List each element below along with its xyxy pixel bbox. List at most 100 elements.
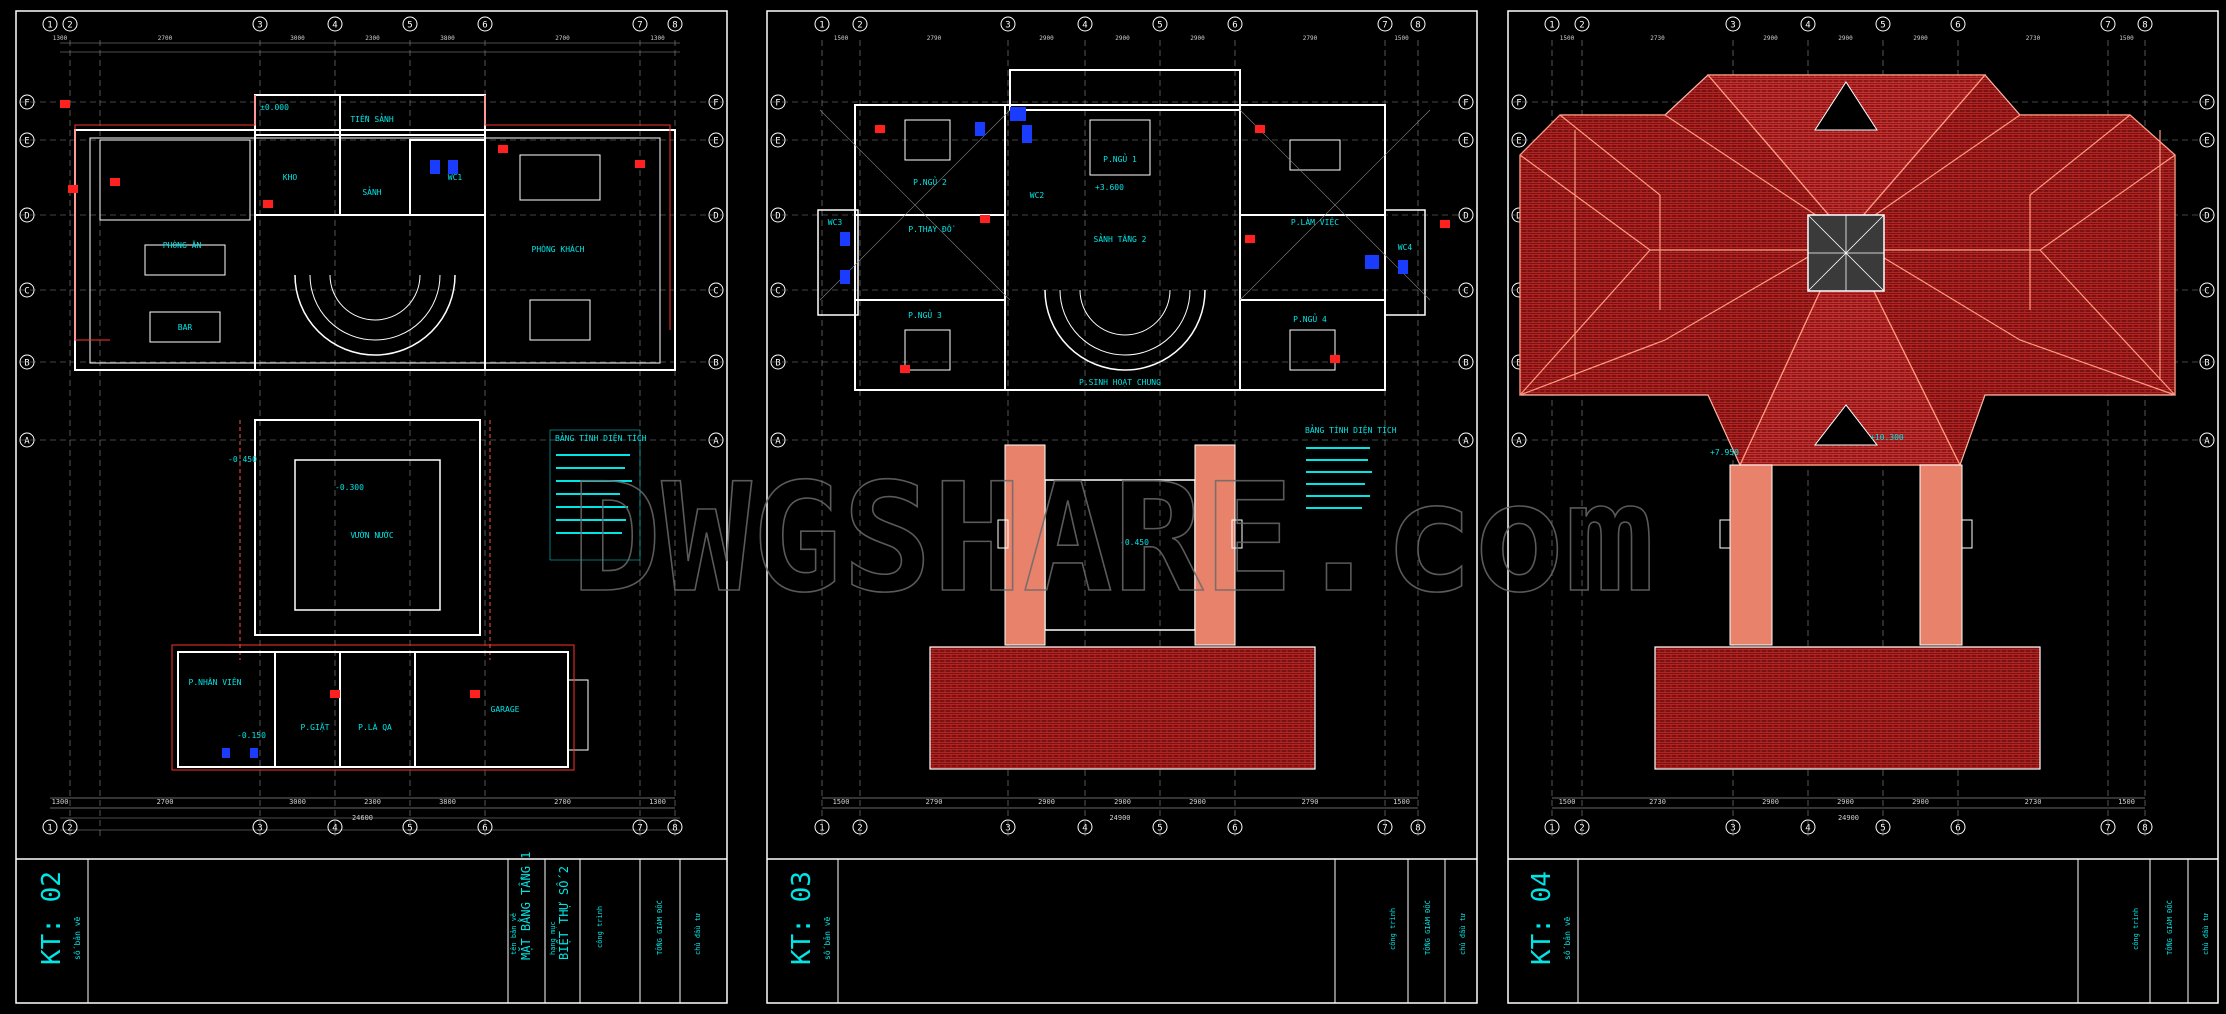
axis-label: 6 bbox=[482, 21, 487, 31]
garage-roof bbox=[1654, 646, 2041, 770]
axis-label: F bbox=[2204, 99, 2209, 109]
top-axis-bubbles bbox=[60, 42, 680, 831]
owner-label: chủ đầu tư bbox=[694, 912, 702, 955]
axis-label: 4 bbox=[332, 21, 337, 31]
axis-label: E bbox=[1463, 137, 1468, 147]
row-axis-bubble-A: A bbox=[2199, 432, 2215, 448]
axis-label: B bbox=[1463, 359, 1468, 369]
axis-label: 1 bbox=[1549, 824, 1554, 834]
row-axis-bubble-B: B bbox=[1458, 354, 1474, 370]
axis-label: A bbox=[775, 437, 781, 447]
axis-label: 6 bbox=[1955, 21, 1960, 31]
room-label: TIỀN SẢNH bbox=[350, 113, 394, 124]
axis-bubble-6: 6 bbox=[1227, 16, 1243, 32]
project-title: BIỆT THỰ SỐ 2 bbox=[556, 866, 571, 960]
room-label: WC4 bbox=[1398, 243, 1413, 252]
sheet-number-label: số bản vẽ bbox=[72, 916, 82, 960]
axis-label: D bbox=[1516, 212, 1521, 222]
axis-label: 7 bbox=[2105, 21, 2110, 31]
axis-label: 3 bbox=[257, 824, 262, 834]
axis-label: 4 bbox=[1082, 824, 1087, 834]
dimension-value: 1300 bbox=[649, 798, 666, 806]
dimension-value: 2900 bbox=[1114, 798, 1131, 806]
sheet-number: KT: 03 bbox=[787, 871, 817, 965]
titleblock-kt03: KT: 03 số bản vẽ công trình TỔNG GIÁM ĐỐ… bbox=[787, 859, 1467, 1003]
axis-label: B bbox=[24, 359, 29, 369]
axis-label: F bbox=[24, 99, 29, 109]
axis-label: 5 bbox=[407, 21, 412, 31]
axis-label: 8 bbox=[1415, 21, 1420, 31]
axis-label: 4 bbox=[332, 824, 337, 834]
axis-label: C bbox=[1516, 287, 1521, 297]
plumbing-fixtures bbox=[840, 107, 1408, 284]
titleblock-kt04: KT: 04 số bản vẽ công trình TỔNG GIÁM ĐỐ… bbox=[1527, 859, 2210, 1003]
room-label: WC1 bbox=[448, 173, 463, 182]
drawing-title-label: tên bản vẽ bbox=[510, 913, 518, 955]
axis-label: C bbox=[1463, 287, 1468, 297]
dimension-value: 2700 bbox=[554, 798, 571, 806]
axis-label: 2 bbox=[67, 21, 72, 31]
axis-label: F bbox=[1463, 99, 1468, 109]
level-mark: -0.450 bbox=[228, 455, 257, 464]
dimension-value: 2900 bbox=[1189, 798, 1206, 806]
row-axis-bubble-C: C bbox=[708, 282, 724, 298]
axis-label: C bbox=[24, 287, 29, 297]
drawing-title: MẶT BẰNG TẦNG 1 bbox=[517, 852, 533, 960]
axis-label: 2 bbox=[1579, 21, 1584, 31]
axis-label: E bbox=[2204, 137, 2209, 147]
axis-label: 2 bbox=[857, 21, 862, 31]
axis-bubble-8: 8 bbox=[2137, 16, 2153, 32]
row-axis-bubble-A: A bbox=[1458, 432, 1474, 448]
dimension-value: 2900 bbox=[1038, 798, 1055, 806]
axis-label: 5 bbox=[1157, 824, 1162, 834]
room-label: SẢNH bbox=[362, 186, 381, 197]
dimension-value-top: 2730 bbox=[1650, 35, 1665, 42]
axis-label: 8 bbox=[2142, 824, 2147, 834]
axis-label: 2 bbox=[67, 824, 72, 834]
axis-label: 4 bbox=[1805, 824, 1810, 834]
axis-bubble-1: 1 bbox=[1544, 16, 1560, 32]
axis-label: D bbox=[2204, 212, 2209, 222]
axis-bubble-6: 6 bbox=[1950, 16, 1966, 32]
axis-label: 7 bbox=[1382, 21, 1387, 31]
sheet-border bbox=[15, 10, 728, 1004]
axis-bubble-5: 5 bbox=[1152, 16, 1168, 32]
dimension-value: 1500 bbox=[833, 798, 850, 806]
cong-trinh-label: công trình bbox=[596, 906, 604, 948]
axis-bubble-3: 3 bbox=[252, 16, 268, 32]
axis-label: 1 bbox=[47, 21, 52, 31]
axis-label: A bbox=[1463, 437, 1469, 447]
columns bbox=[997, 444, 1243, 646]
axis-label: 4 bbox=[1805, 21, 1810, 31]
dimension-value-top: 2900 bbox=[1115, 35, 1130, 42]
dimension-value: 2700 bbox=[157, 798, 174, 806]
red-outline bbox=[74, 95, 671, 771]
room-label: P.NGỦ 3 bbox=[908, 309, 942, 320]
axis-bubble-6: 6 bbox=[477, 16, 493, 32]
row-axis-bubble-D: D bbox=[2199, 207, 2215, 223]
area-table-title: BẢNG TÍNH DIỆN TÍCH bbox=[555, 432, 647, 443]
axis-label: 4 bbox=[1082, 21, 1087, 31]
room-label: PHÒNG ĂN bbox=[163, 239, 202, 250]
sheet-number: KT: 04 bbox=[1527, 871, 1557, 965]
cong-trinh-label: công trình bbox=[2132, 908, 2140, 950]
axis-label: D bbox=[24, 212, 29, 222]
dimension-value: 1500 bbox=[1559, 798, 1576, 806]
dimension-value-top: 3800 bbox=[440, 35, 455, 42]
axis-label: 5 bbox=[407, 824, 412, 834]
dimension-total: 24900 bbox=[1838, 814, 1859, 822]
axis-label: 1 bbox=[1549, 21, 1554, 31]
row-axis-bubble-E: E bbox=[708, 132, 724, 148]
dimension-value-top: 1500 bbox=[834, 35, 849, 42]
dimension-value: 2730 bbox=[1649, 798, 1666, 806]
dimension-value: 2300 bbox=[364, 798, 381, 806]
room-label: P.NGỦ 2 bbox=[913, 176, 947, 187]
axis-label: 6 bbox=[1232, 21, 1237, 31]
dimension-value-top: 1500 bbox=[2119, 35, 2134, 42]
dimension-value-top: 1500 bbox=[1560, 35, 1575, 42]
area-table: BẢNG TÍNH DIỆN TÍCH bbox=[1305, 424, 1397, 509]
plumbing-fixtures bbox=[222, 160, 458, 758]
